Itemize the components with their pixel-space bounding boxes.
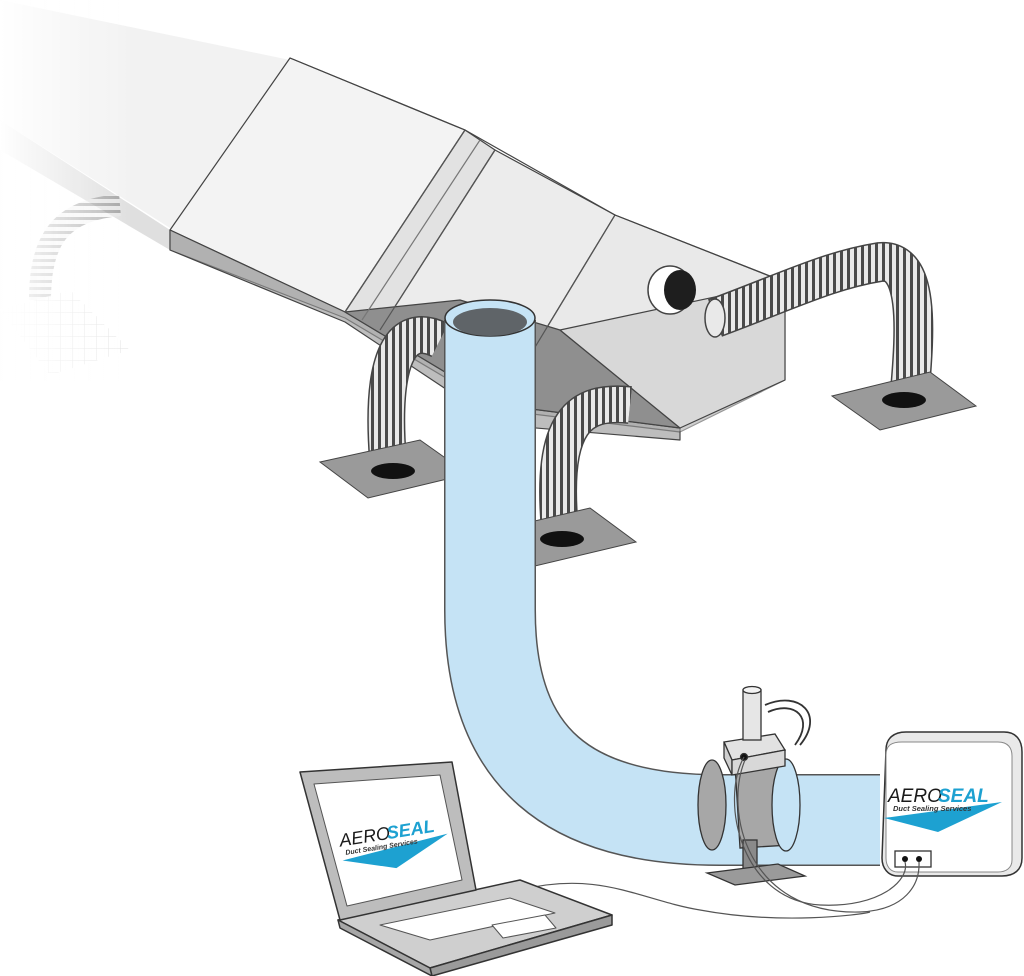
laptop-trackpad	[491, 914, 557, 939]
sensor-cables	[519, 756, 920, 919]
injection-hose	[444, 299, 880, 866]
unit-connector-port	[894, 850, 932, 868]
laptop-logo-swoosh	[342, 833, 448, 869]
duct-side-port	[647, 265, 696, 315]
unit-logo-seal: SEAL	[938, 786, 989, 807]
unit-logo-tagline: Duct Sealing Services	[893, 804, 971, 813]
flex-duct-right	[704, 242, 934, 392]
pressure-sensor-icon	[697, 685, 812, 886]
ceiling-register-icon	[830, 371, 978, 431]
flex-duct-center	[539, 385, 632, 532]
laptop-screen	[313, 774, 463, 907]
laptop-icon	[299, 761, 613, 976]
flex-duct-left	[367, 316, 449, 462]
unit-logo-aero: AERO	[887, 786, 942, 807]
sealing-unit-icon: AERO SEAL Duct Sealing Services	[881, 731, 1023, 877]
unit-logo-swoosh	[884, 802, 1002, 832]
laptop-keyboard	[379, 897, 556, 941]
